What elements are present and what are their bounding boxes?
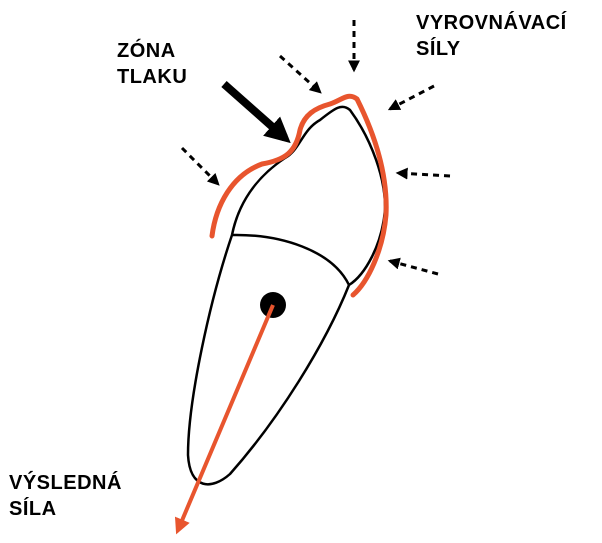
- resultant-force-label-line-1: VÝSLEDNÁ: [9, 470, 122, 496]
- aligning-force-arrow-right: [398, 173, 450, 176]
- aligning-force-arrow-upper-right: [390, 86, 434, 109]
- pressure-zone-label-line-2: TLAKU: [117, 64, 187, 90]
- resultant-force-arrow: [178, 305, 273, 530]
- pressure-zone-label: ZÓNA TLAKU: [117, 38, 187, 90]
- aligning-force-arrow-upper-left: [280, 56, 320, 92]
- resultant-force-label: VÝSLEDNÁ SÍLA: [9, 470, 122, 522]
- aligning-forces-label-line-2: SÍLY: [416, 36, 567, 62]
- tooth-crown-outline: [232, 107, 385, 285]
- pressure-zone-arrow: [224, 84, 285, 138]
- resultant-force-label-line-2: SÍLA: [9, 496, 122, 522]
- aligning-force-arrow-left: [182, 148, 218, 184]
- aligning-force-arrow-lower-right: [390, 261, 438, 274]
- aligning-forces-label: VYROVNÁVACÍ SÍLY: [416, 10, 567, 62]
- aligning-forces-label-line-1: VYROVNÁVACÍ: [416, 10, 567, 36]
- pressure-zone-label-line-1: ZÓNA: [117, 38, 187, 64]
- cemento-enamel-junction: [232, 235, 349, 285]
